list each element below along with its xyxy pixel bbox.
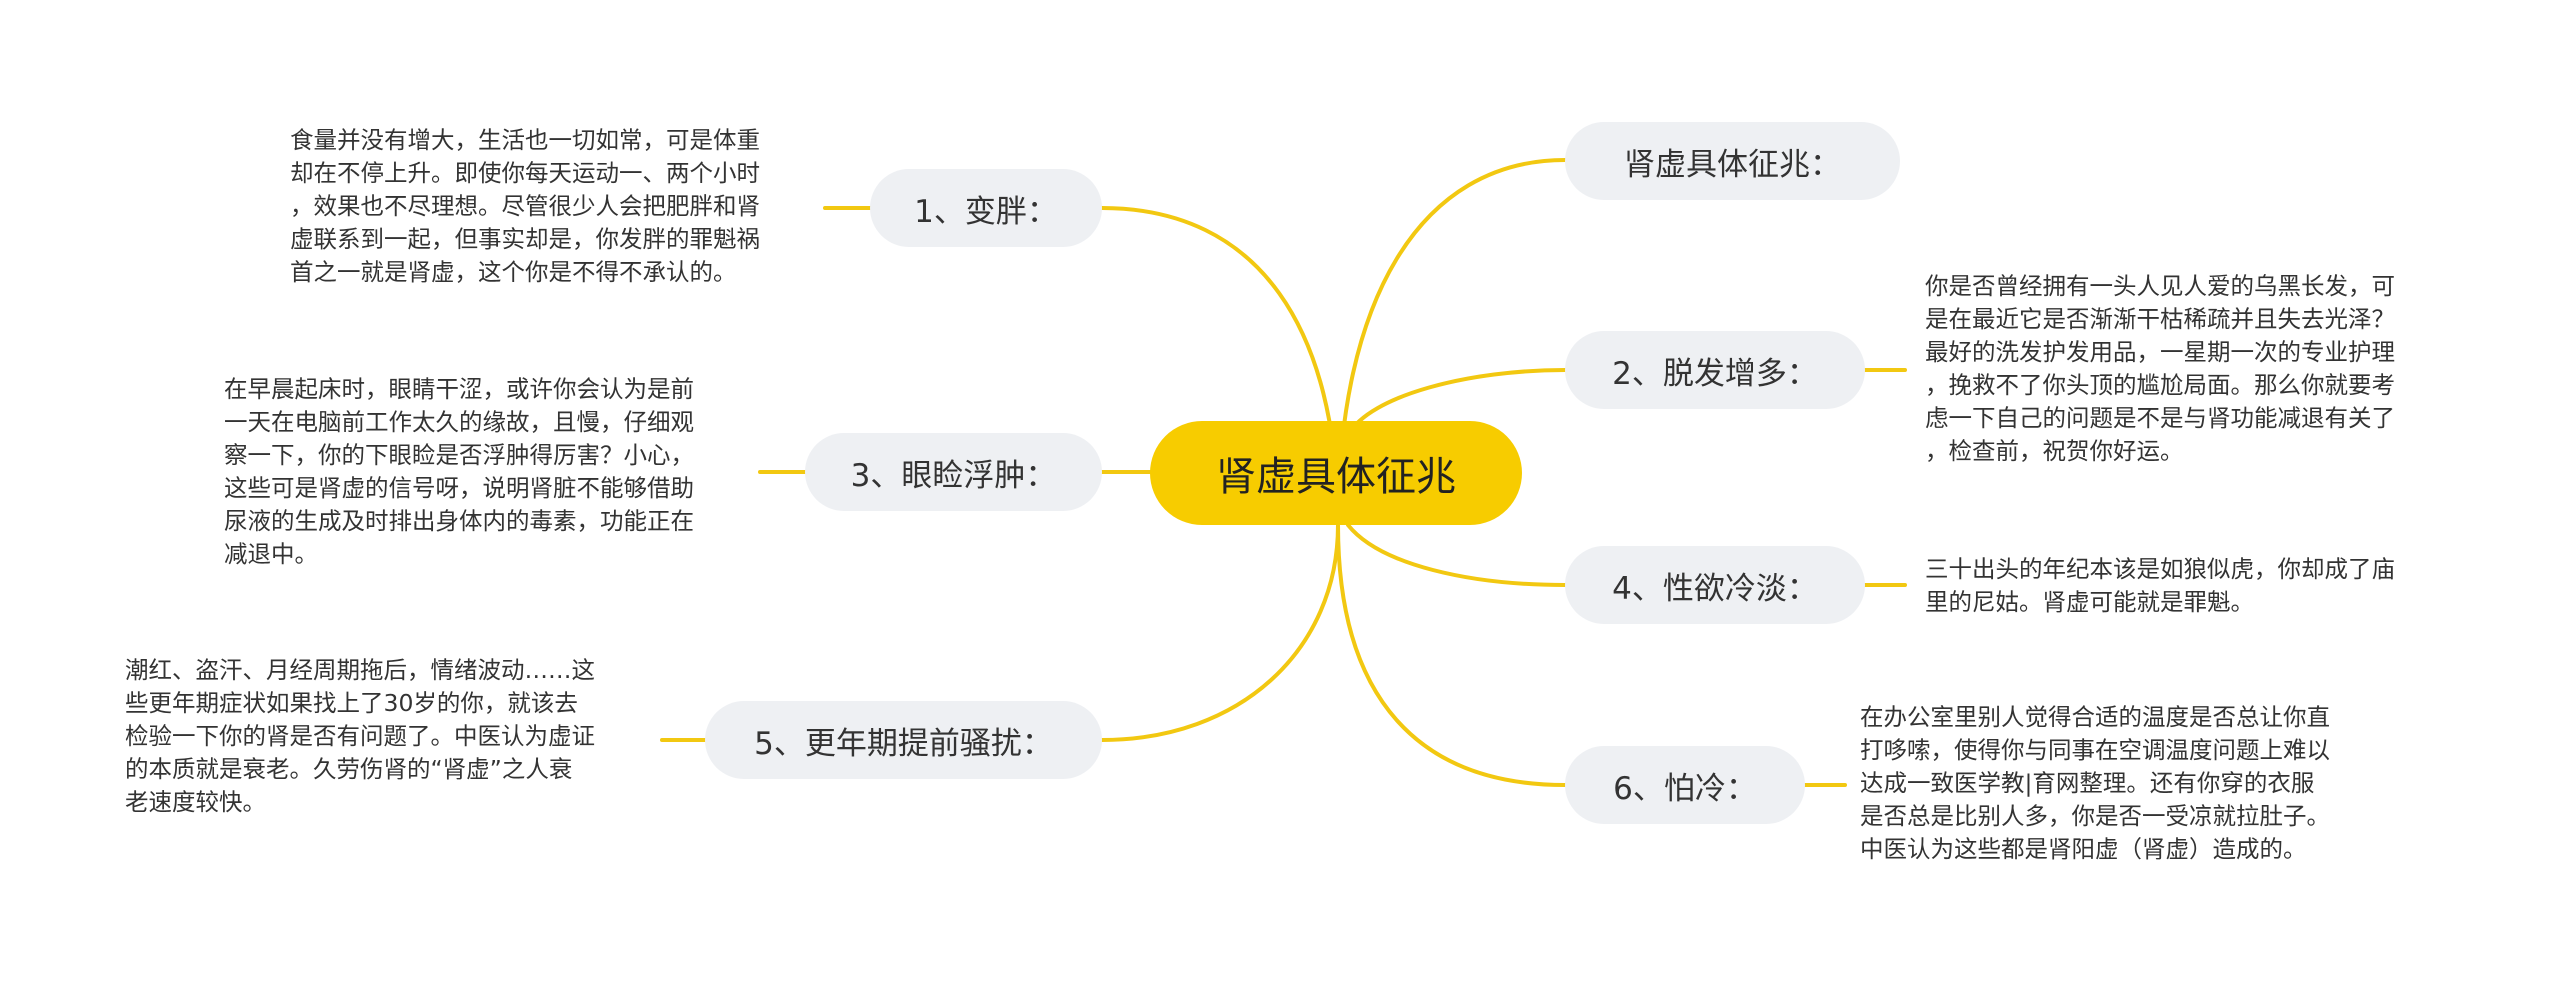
detail-line: 老速度较快。 (125, 788, 266, 816)
detail-text-fear-of-cold: 在办公室里别人觉得合适的温度是否总让你直打哆嗦，使得你与同事在空调温度问题上难以… (1860, 701, 2330, 866)
detail-line: 虑一下自己的问题是不是与肾功能减退有关了 (1925, 404, 2395, 432)
detail-line: 检验一下你的肾是否有问题了。中医认为虚证 (125, 722, 595, 750)
detail-line: 潮红、盗汗、月经周期拖后，情绪波动……这 (125, 656, 595, 684)
detail-line: 减退中。 (224, 540, 318, 568)
detail-line: ，检查前，祝贺你好运。 (1925, 437, 2184, 465)
detail-line: 察一下，你的下眼睑是否浮肿得厉害？小心， (224, 441, 694, 469)
detail-line: ，挽救不了你头顶的尴尬局面。那么你就要考 (1925, 371, 2395, 399)
detail-line: 三十出头的年纪本该是如狼似虎，你却成了庙 (1925, 555, 2395, 583)
branch-node-eyelid-puffiness[interactable]: 3、眼睑浮肿： (805, 433, 1102, 511)
detail-line: 却在不停上升。即使你每天运动一、两个小时 (290, 159, 760, 187)
detail-line: 这些可是肾虚的信号呀，说明肾脏不能够借助 (224, 474, 694, 502)
branch-node-low-libido[interactable]: 4、性欲冷淡： (1565, 546, 1865, 624)
detail-line: 首之一就是肾虚，这个你是不得不承认的。 (290, 258, 737, 286)
connector-center-to-b4 (1346, 523, 1567, 587)
connector-center-to-b5 (1100, 523, 1340, 742)
connector-center-to-b2 (1346, 368, 1567, 437)
detail-line: 尿液的生成及时排出身体内的毒素，功能正在 (224, 507, 694, 535)
detail-line: 达成一致医学教|育网整理。还有你穿的衣服 (1860, 769, 2315, 797)
detail-line: ，效果也不尽理想。尽管很少人会把肥胖和肾 (290, 192, 760, 220)
detail-line: 最好的洗发护发用品，一星期一次的专业护理 (1925, 338, 2395, 366)
detail-line: 里的尼姑。肾虚可能就是罪魁。 (1925, 588, 2254, 616)
detail-text-early-menopause: 潮红、盗汗、月经周期拖后，情绪波动……这些更年期症状如果找上了30岁的你，就该去… (125, 654, 595, 819)
central-topic[interactable]: 肾虚具体征兆 (1150, 421, 1522, 525)
detail-line: 打哆嗦，使得你与同事在空调温度问题上难以 (1860, 736, 2330, 764)
detail-text-weight-gain: 食量并没有增大，生活也一切如常，可是体重却在不停上升。即使你每天运动一、两个小时… (290, 124, 760, 289)
detail-line: 你是否曾经拥有一头人见人爱的乌黑长发，可 (1925, 272, 2395, 300)
detail-line: 些更年期症状如果找上了30岁的你，就该去 (125, 689, 578, 717)
detail-line: 食量并没有增大，生活也一切如常，可是体重 (290, 126, 760, 154)
detail-line: 的本质就是衰老。久劳伤肾的“肾虚”之人衰 (125, 755, 573, 783)
detail-line: 在早晨起床时，眼睛干涩，或许你会认为是前 (224, 375, 694, 403)
detail-line: 一天在电脑前工作太久的缘故，且慢，仔细观 (224, 408, 694, 436)
connector-center-to-b6 (1336, 523, 1567, 787)
detail-line: 在办公室里别人觉得合适的温度是否总让你直 (1860, 703, 2330, 731)
detail-text-hair-loss: 你是否曾经拥有一头人见人爱的乌黑长发，可是在最近它是否渐渐干枯稀疏并且失去光泽？… (1925, 270, 2395, 468)
detail-line: 是在最近它是否渐渐干枯稀疏并且失去光泽？ (1925, 305, 2395, 333)
detail-line: 中医认为这些都是肾阳虚（肾虚）造成的。 (1860, 835, 2307, 863)
branch-node-early-menopause[interactable]: 5、更年期提前骚扰： (705, 701, 1102, 779)
detail-line: 是否总是比别人多，你是否一受凉就拉肚子。 (1860, 802, 2330, 830)
detail-text-low-libido: 三十出头的年纪本该是如狼似虎，你却成了庙里的尼姑。肾虚可能就是罪魁。 (1925, 553, 2395, 619)
branch-node-hair-loss[interactable]: 2、脱发增多： (1565, 331, 1865, 409)
branch-node-kidney-symptoms[interactable]: 肾虚具体征兆： (1565, 122, 1900, 200)
detail-text-eyelid-puffiness: 在早晨起床时，眼睛干涩，或许你会认为是前一天在电脑前工作太久的缘故，且慢，仔细观… (224, 373, 694, 571)
detail-line: 虚联系到一起，但事实却是，你发胖的罪魁祸 (290, 225, 760, 253)
branch-node-weight-gain[interactable]: 1、变胖： (870, 169, 1102, 247)
branch-node-fear-of-cold[interactable]: 6、怕冷： (1565, 746, 1805, 824)
